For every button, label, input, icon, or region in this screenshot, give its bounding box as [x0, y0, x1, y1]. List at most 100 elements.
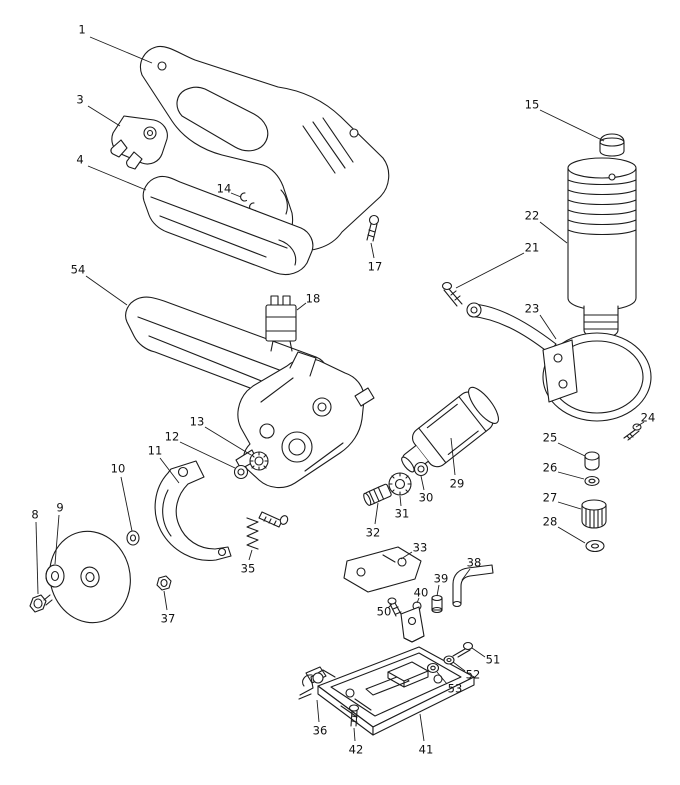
callout-30: 30 [419, 491, 434, 505]
leader-line-40 [416, 597, 420, 604]
callout-18: 18 [306, 292, 321, 306]
callout-36: 36 [313, 724, 328, 738]
part-gear-31 [388, 472, 412, 496]
leader-line-51 [471, 647, 486, 658]
leader-line-22 [539, 221, 568, 244]
callout-1: 1 [78, 23, 85, 37]
callout-4: 4 [76, 153, 83, 167]
leader-line-28 [557, 526, 586, 544]
callout-14: 14 [217, 182, 232, 196]
part-cap-25 [584, 451, 600, 471]
callout-39: 39 [434, 572, 449, 586]
leader-line-27 [557, 501, 582, 510]
part-spring-35 [246, 511, 289, 550]
leader-line-26 [557, 471, 585, 480]
callout-32: 32 [366, 526, 381, 540]
callout-17: 17 [368, 260, 383, 274]
part-inner-flange [126, 530, 140, 546]
callout-29: 29 [450, 477, 465, 491]
callout-42: 42 [349, 743, 364, 757]
leader-line-14 [230, 192, 242, 198]
callout-21: 21 [525, 241, 540, 255]
leader-line-10 [120, 476, 133, 532]
leader-line-42 [353, 727, 356, 742]
callout-38: 38 [467, 556, 482, 570]
part-switch [265, 295, 297, 352]
leader-line-41 [419, 713, 425, 742]
leader-line-11 [159, 457, 180, 484]
part-washer-53 [426, 662, 440, 674]
part-pin-39 [431, 594, 443, 614]
leader-line-17 [370, 242, 375, 259]
callout-40: 40 [414, 586, 429, 600]
part-angle-bracket [400, 606, 425, 643]
callout-13: 13 [190, 415, 205, 429]
callout-9: 9 [56, 501, 63, 515]
part-gear-housing [235, 351, 375, 489]
leader-line-53 [436, 671, 448, 685]
leader-line-36 [316, 699, 320, 723]
leader-line-54 [85, 275, 128, 306]
leader-line-35 [248, 549, 253, 561]
part-elbow-tube [452, 564, 494, 608]
part-lock-lever [298, 669, 336, 700]
leader-line-9 [54, 514, 60, 565]
callout-11: 11 [148, 444, 163, 458]
leader-line-50 [387, 603, 393, 609]
part-dust-container [567, 157, 637, 339]
part-screw-42 [348, 704, 360, 727]
leader-line-39 [436, 584, 440, 597]
part-bolt-8 [29, 594, 53, 613]
leader-lines-layer [35, 36, 645, 742]
part-bearing-12 [233, 464, 249, 480]
leader-line-18 [296, 302, 307, 311]
part-screw-17 [366, 214, 380, 242]
callout-15: 15 [525, 98, 540, 112]
leader-line-3 [87, 105, 121, 127]
leader-line-4 [87, 165, 147, 191]
part-nut-37 [156, 575, 172, 591]
part-blade-cover [142, 175, 314, 276]
leader-line-52 [452, 661, 466, 672]
callout-24: 24 [641, 411, 656, 425]
callout-53: 53 [448, 682, 463, 696]
leader-line-8 [35, 521, 39, 595]
leader-line-33 [400, 551, 413, 560]
callouts-layer: 1341417152221232425262728541813121110982… [31, 23, 655, 757]
callout-33: 33 [413, 541, 428, 555]
part-screw-21 [441, 281, 463, 307]
leader-line-37 [163, 590, 168, 611]
part-gear-13 [249, 451, 269, 471]
callout-41: 41 [419, 743, 434, 757]
part-cutting-disc [49, 530, 131, 624]
callout-26: 26 [543, 461, 558, 475]
leader-line-24 [635, 421, 645, 428]
callout-22: 22 [525, 209, 540, 223]
callout-8: 8 [31, 508, 38, 522]
callout-12: 12 [165, 430, 180, 444]
leader-line-15 [539, 109, 605, 142]
part-clamp-ring [466, 302, 652, 422]
leader-line-25 [557, 442, 586, 457]
part-screw-51 [452, 641, 474, 658]
callout-25: 25 [543, 431, 558, 445]
callout-28: 28 [543, 515, 558, 529]
callout-3: 3 [76, 93, 83, 107]
callout-52: 52 [466, 668, 481, 682]
part-screw-24 [623, 423, 642, 441]
part-outer-flange [45, 564, 65, 588]
part-washer-52 [443, 655, 455, 665]
leader-line-21 [455, 252, 525, 289]
leader-line-13 [204, 426, 252, 456]
callout-54: 54 [71, 263, 86, 277]
part-bearing-30 [413, 461, 429, 477]
callout-37: 37 [161, 612, 176, 626]
callout-23: 23 [525, 302, 540, 316]
part-washer-28 [585, 539, 605, 553]
part-knurled-sleeve [581, 499, 607, 529]
leader-line-32 [374, 502, 379, 525]
part-pivot-bracket [110, 115, 168, 170]
part-motor [401, 386, 500, 473]
